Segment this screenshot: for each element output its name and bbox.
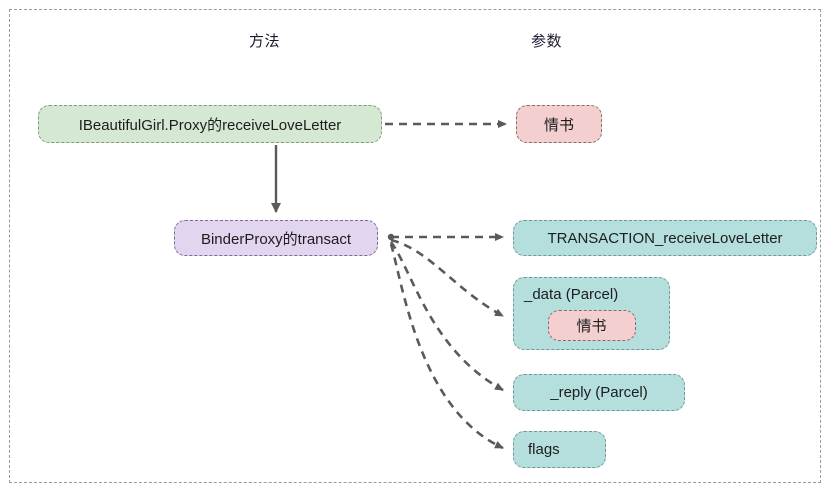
node-transaction-code[interactable]: TRANSACTION_receiveLoveLetter <box>513 220 817 256</box>
column-header-parameter: 参数 <box>531 33 563 50</box>
node-love-letter-param[interactable]: 情书 <box>516 105 602 143</box>
node-binderproxy-transact-label: BinderProxy的transact <box>200 230 352 248</box>
node-flags[interactable]: flags <box>513 431 606 468</box>
node-data-parcel-love-letter[interactable]: 情书 <box>547 310 636 341</box>
node-data-parcel-label: _data (Parcel) <box>524 286 619 303</box>
node-transaction-code-label: TRANSACTION_receiveLoveLetter <box>547 229 783 247</box>
node-binderproxy-transact[interactable]: BinderProxy的transact <box>174 220 378 256</box>
column-header-method: 方法 <box>249 33 281 50</box>
node-love-letter-param-label: 情书 <box>543 116 574 134</box>
node-data-parcel[interactable]: _data (Parcel) 情书 <box>513 277 670 350</box>
node-reply-parcel[interactable]: _reply (Parcel) <box>513 374 685 411</box>
node-data-parcel-love-letter-label: 情书 <box>576 318 607 335</box>
node-flags-label: flags <box>528 441 560 458</box>
node-reply-parcel-label: _reply (Parcel) <box>550 384 648 401</box>
diagram-outer-frame <box>9 9 821 483</box>
node-proxy-receive-love-letter[interactable]: IBeautifulGirl.Proxy的receiveLoveLetter <box>38 105 382 143</box>
node-data-parcel-contents: 情书 <box>514 310 669 341</box>
node-proxy-receive-love-letter-label: IBeautifulGirl.Proxy的receiveLoveLetter <box>78 116 342 134</box>
